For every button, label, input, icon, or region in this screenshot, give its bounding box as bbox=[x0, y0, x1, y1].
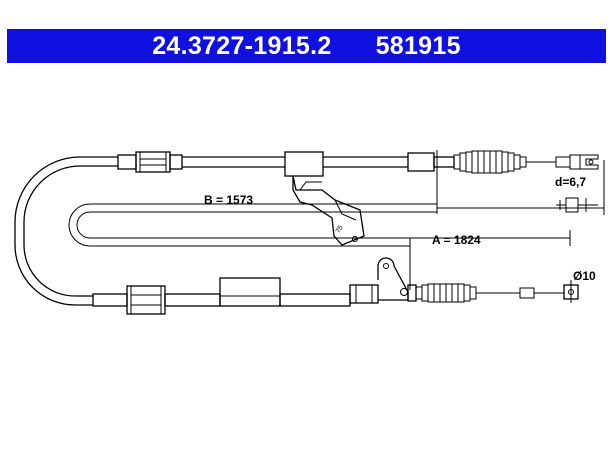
lower-cable bbox=[92, 257, 579, 315]
detail-clevis-view bbox=[556, 197, 598, 213]
reference-number: 581915 bbox=[375, 31, 461, 60]
clevis-end bbox=[555, 154, 599, 170]
upper-bellows bbox=[453, 150, 527, 174]
svg-text:75: 75 bbox=[335, 224, 345, 234]
diameter-label: Ø10 bbox=[573, 269, 596, 283]
lower-bellows bbox=[415, 283, 477, 303]
title-bar: 24.3727-1915.2 581915 bbox=[7, 29, 606, 63]
d-dimension-label: d=6,7 bbox=[555, 175, 586, 189]
upper-cable bbox=[117, 150, 599, 177]
dimension-a bbox=[409, 160, 605, 290]
dimension-a-label: A = 1824 bbox=[432, 233, 481, 247]
b-reference-loop bbox=[68, 203, 437, 247]
mount-bracket-upper: 75 bbox=[292, 175, 365, 246]
cable-loop bbox=[14, 156, 118, 306]
dimension-b-label: B = 1573 bbox=[204, 193, 253, 207]
part-number: 24.3727-1915.2 bbox=[152, 31, 332, 60]
